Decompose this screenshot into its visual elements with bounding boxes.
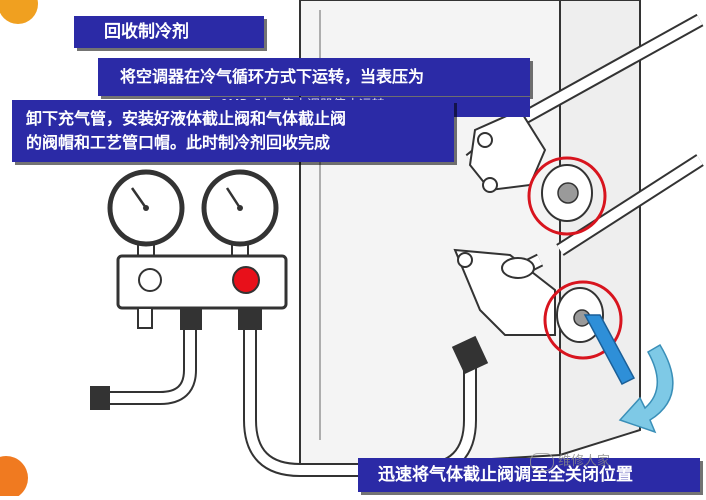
manifold-gauge-set [107, 169, 288, 330]
page-title: 回收制冷剂 [74, 16, 264, 48]
rotate-arrow-icon [618, 343, 674, 434]
caption-run-cooling: 将空调器在冷气循环方式下运转，当表压为 [98, 58, 530, 96]
wrench-icon [583, 314, 636, 385]
gas-valve-highlight-circle [543, 280, 623, 360]
liquid-stop-valve [468, 108, 593, 222]
caption-remove-hose: 卸下充气管，安装好液体截止阀和气体截止阀 的阀帽和工艺管口帽。此时制冷剂回收完成 [12, 100, 454, 162]
watermark: 维修人家 [530, 450, 610, 471]
caption-close-gas-valve: 迅速将气体截止阀调至全关闭位置 [358, 458, 700, 492]
caption-remove-hose-line-1: 卸下充气管，安装好液体截止阀和气体截止阀 [26, 109, 347, 128]
caption-remove-hose-line-2: 的阀帽和工艺管口帽。此时制冷剂回收完成 [26, 133, 331, 152]
corner-decoration-top [0, 0, 38, 24]
pressure-gauge-icon-high [201, 169, 279, 247]
watermark-text: 维修人家 [558, 454, 611, 469]
liquid-valve-highlight-circle [527, 156, 607, 236]
corner-decoration-bottom [0, 456, 28, 500]
gas-stop-valve [453, 248, 604, 343]
pressure-gauge-icon-low [107, 169, 185, 247]
wechat-icon [530, 452, 554, 471]
